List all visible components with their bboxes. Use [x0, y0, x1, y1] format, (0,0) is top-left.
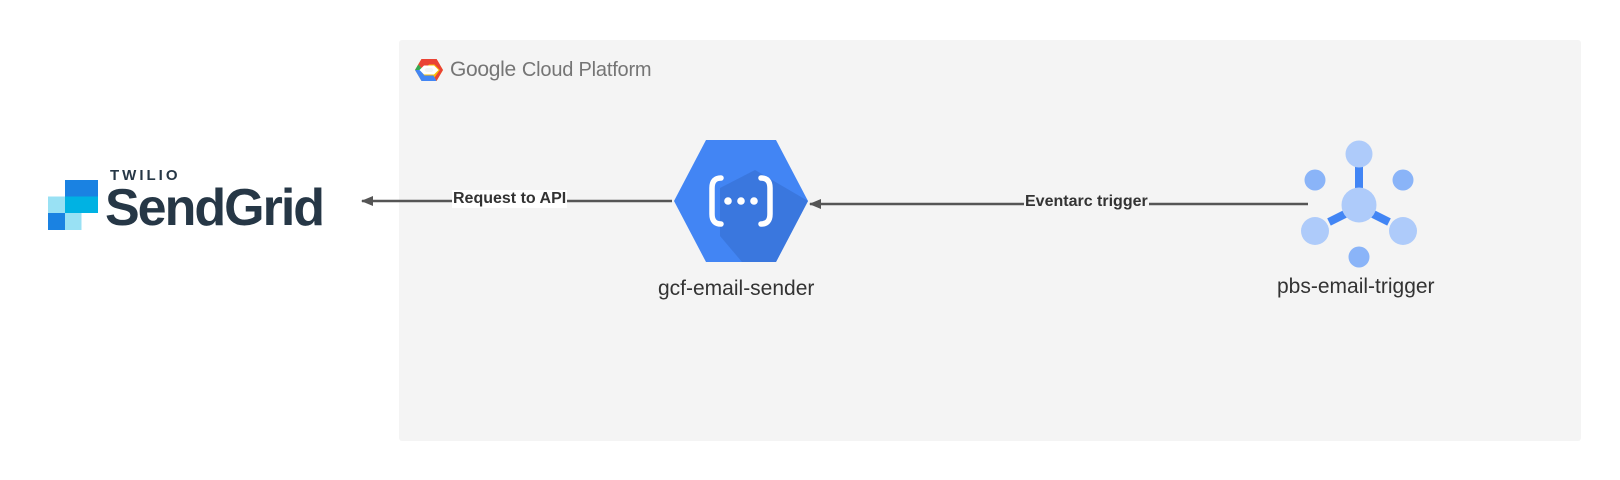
- gcp-boundary-panel: [399, 40, 1581, 441]
- sendgrid-logo: TWILIO SendGrid: [48, 162, 348, 237]
- sendgrid-vendor-label: TWILIO: [110, 167, 181, 184]
- edge-label-eventarc-trigger: Eventarc trigger: [1024, 193, 1149, 211]
- gcp-hexagon-icon: [415, 59, 443, 81]
- pubsub-icon: [1301, 140, 1417, 268]
- edge-label-request-to-api: Request to API: [452, 190, 568, 208]
- gcp-brand-header: Google Cloud Platform: [414, 55, 652, 85]
- sendgrid-squares-icon: [48, 180, 98, 230]
- cloud-functions-icon: [674, 140, 808, 262]
- gcp-brand-google: Google: [450, 58, 516, 81]
- sendgrid-name: SendGrid: [105, 179, 325, 237]
- gcp-brand-product: Cloud Platform: [521, 58, 652, 81]
- node-label-gcf-email-sender: gcf-email-sender: [658, 277, 815, 300]
- node-label-pbs-email-trigger: pbs-email-trigger: [1277, 275, 1435, 298]
